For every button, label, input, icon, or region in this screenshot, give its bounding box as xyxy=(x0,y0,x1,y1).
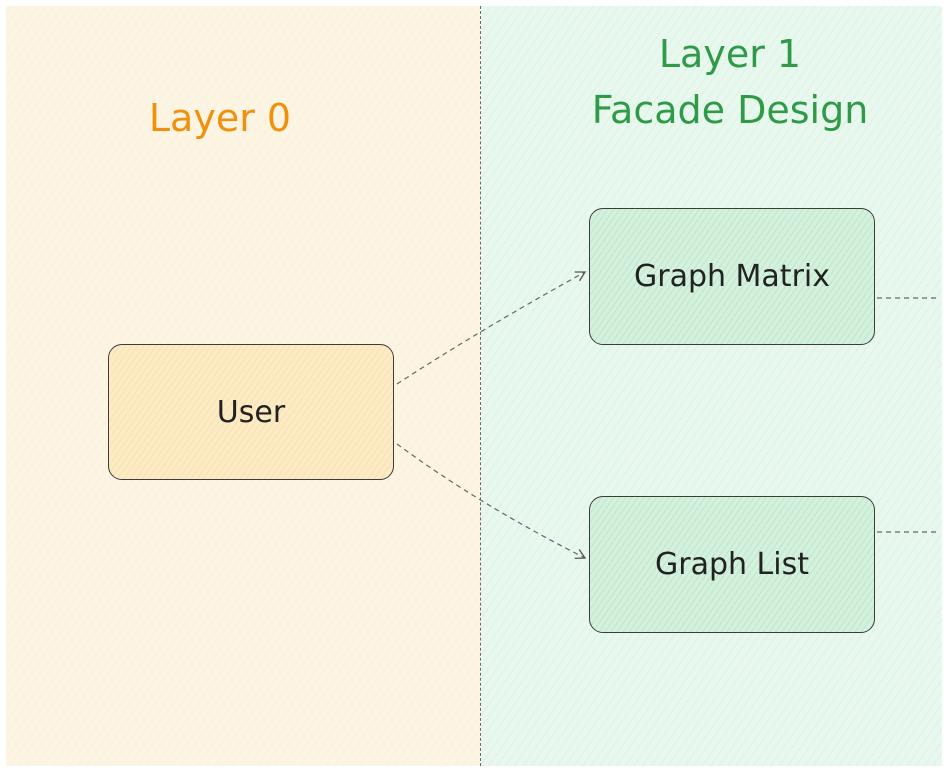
layer-divider xyxy=(480,6,481,766)
graph-list-node-label: Graph List xyxy=(655,547,809,582)
layer1-title-line1: Layer 1 xyxy=(658,32,802,76)
graph-matrix-node[interactable]: Graph Matrix xyxy=(589,208,875,345)
graph-matrix-node-label: Graph Matrix xyxy=(633,259,830,294)
layer0-title-text: Layer 0 xyxy=(148,96,292,140)
layer1-panel xyxy=(481,6,942,766)
layer1-title: Layer 1 Facade Design xyxy=(560,26,900,138)
user-node[interactable]: User xyxy=(108,344,394,480)
layer1-title-line2: Facade Design xyxy=(591,88,869,132)
user-node-label: User xyxy=(216,394,286,430)
graph-list-node[interactable]: Graph List xyxy=(589,496,875,633)
layer0-title: Layer 0 xyxy=(80,90,360,146)
